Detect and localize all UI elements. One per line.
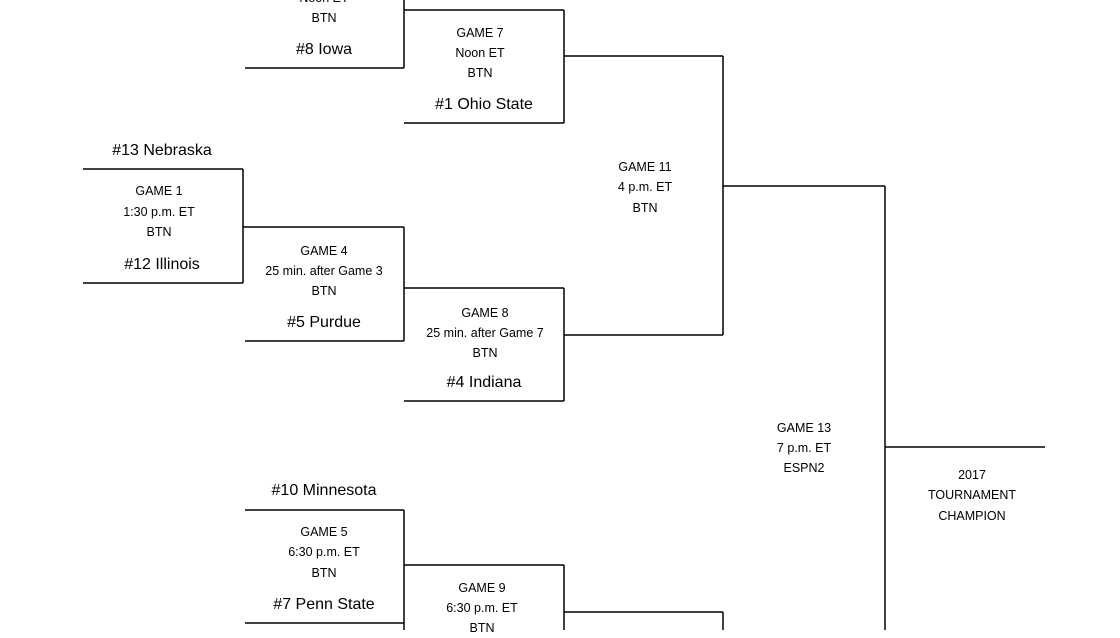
game5-time: 6:30 p.m. ET — [288, 545, 360, 559]
champion-year: 2017 — [958, 468, 986, 482]
team-penn-state: #7 Penn State — [273, 596, 375, 613]
game7-network: BTN — [467, 66, 493, 80]
champion-label-2: CHAMPION — [938, 509, 1006, 523]
team-illinois: #12 Illinois — [124, 256, 200, 273]
game11-time: 4 p.m. ET — [617, 180, 673, 194]
game4-network: BTN — [311, 284, 337, 298]
team-nebraska: #13 Nebraska — [112, 142, 212, 159]
game13-network: ESPN2 — [783, 461, 825, 475]
game9-title: GAME 9 — [458, 581, 506, 595]
game8-network: BTN — [472, 346, 498, 360]
game5-network: BTN — [311, 566, 337, 580]
game1-title: GAME 1 — [135, 184, 183, 198]
game7-title: GAME 7 — [456, 26, 504, 40]
game3-network: BTN — [311, 11, 337, 25]
game11-title: GAME 11 — [618, 160, 672, 174]
game7-time: Noon ET — [455, 46, 505, 60]
game9-network: BTN — [469, 621, 495, 635]
team-iowa: #8 Iowa — [295, 41, 353, 58]
game8-time: 25 min. after Game 7 — [426, 326, 544, 340]
game3-time: Noon ET — [299, 0, 348, 8]
game4-title: GAME 4 — [300, 244, 348, 258]
game1-time: 1:30 p.m. ET — [123, 205, 195, 219]
game13-time: 7 p.m. ET — [776, 441, 832, 455]
game11-network: BTN — [632, 201, 658, 215]
game5-title: GAME 5 — [300, 525, 348, 539]
game13-title: GAME 13 — [776, 421, 832, 435]
game8-title: GAME 8 — [461, 306, 509, 320]
game9-time: 6:30 p.m. ET — [446, 601, 518, 615]
game4-time: 25 min. after Game 3 — [265, 264, 383, 278]
game1-network: BTN — [146, 225, 172, 239]
team-minnesota: #10 Minnesota — [271, 482, 377, 499]
team-purdue: #5 Purdue — [287, 314, 361, 331]
team-indiana: #4 Indiana — [446, 374, 522, 391]
team-ohio-state: #1 Ohio State — [435, 96, 533, 113]
champion-label-1: TOURNAMENT — [928, 488, 1016, 502]
